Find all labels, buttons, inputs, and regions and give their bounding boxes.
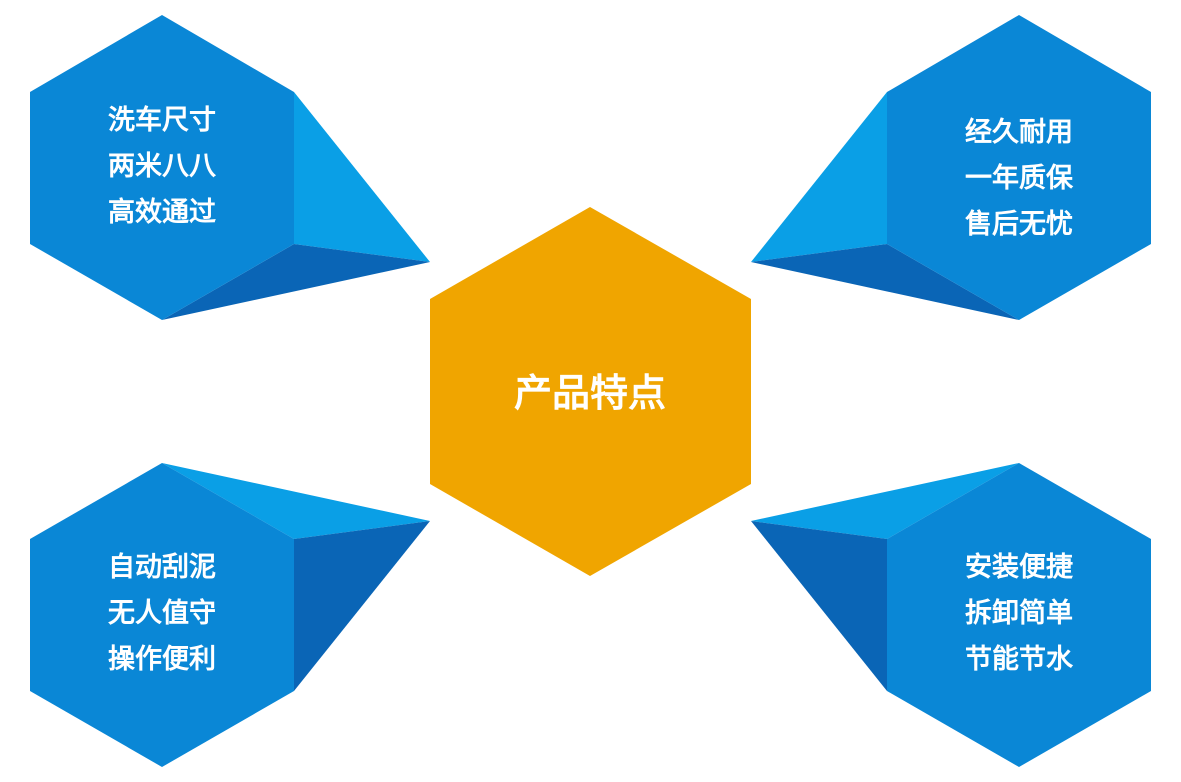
hexagon-bottom-right-dark-facet xyxy=(751,521,887,691)
center-hexagon xyxy=(430,207,751,576)
feature-block-bottom-left: 自动刮泥 无人值守 操作便利 xyxy=(30,463,430,767)
hexagon-top-right-face xyxy=(887,15,1151,320)
feature-top-left-line-1: 洗车尺寸 xyxy=(108,104,216,136)
feature-bottom-left-line-2: 无人值守 xyxy=(108,597,216,629)
center-block: 产品特点 xyxy=(430,207,751,576)
feature-bottom-right-line-2: 拆卸简单 xyxy=(965,597,1073,629)
hexagon-top-left-dark-facet xyxy=(162,244,430,320)
feature-top-right-line-2: 一年质保 xyxy=(965,162,1074,194)
hexagon-bottom-right-face xyxy=(887,463,1151,767)
feature-bottom-right-line-1: 安装便捷 xyxy=(965,552,1074,583)
hexagon-bottom-left-face xyxy=(30,463,294,767)
feature-top-right-line-3: 售后无忧 xyxy=(965,208,1073,240)
hexagon-top-right-dark-facet xyxy=(751,244,1019,320)
hexagon-bottom-right-light-facet xyxy=(751,463,1019,539)
feature-bottom-right-line-3: 节能节水 xyxy=(965,643,1074,675)
feature-block-bottom-right: 安装便捷 拆卸简单 节能节水 xyxy=(751,463,1151,767)
feature-top-left-line-2: 两米八八 xyxy=(108,151,217,182)
feature-block-top-left: 洗车尺寸 两米八八 高效通过 xyxy=(30,15,430,320)
hexagon-bottom-left-light-facet xyxy=(162,463,430,539)
feature-block-top-right: 经久耐用 一年质保 售后无忧 xyxy=(751,15,1151,320)
feature-bottom-left-line-3: 操作便利 xyxy=(108,644,216,675)
feature-top-left-line-3: 高效通过 xyxy=(108,196,216,228)
feature-top-right-line-1: 经久耐用 xyxy=(965,116,1073,148)
hexagon-top-left-face xyxy=(30,15,294,320)
hexagon-top-right-light-facet xyxy=(751,92,887,262)
hexagon-bottom-left-dark-facet xyxy=(294,521,430,691)
feature-bottom-left-line-1: 自动刮泥 xyxy=(108,551,216,583)
center-title: 产品特点 xyxy=(514,371,666,415)
hexagon-top-left-light-facet xyxy=(294,92,430,262)
